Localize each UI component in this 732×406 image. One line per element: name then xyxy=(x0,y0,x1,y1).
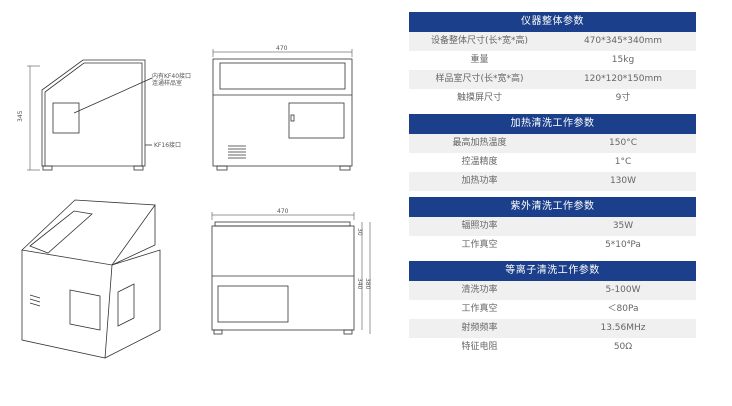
row-key: 工作真空 xyxy=(461,304,498,314)
row-key: 最高加热温度 xyxy=(452,138,507,148)
section-uv: 紫外清洗工作参数 辐照功率 35W 工作真空 5*10⁴Pa xyxy=(409,197,696,255)
row-value: 15kg xyxy=(611,55,635,65)
table-row: 辐照功率 35W xyxy=(409,217,696,236)
row-value: 9寸 xyxy=(615,93,631,103)
row-key: 样品室尺寸(长*宽*高) xyxy=(435,74,524,84)
row-key: 特征电阻 xyxy=(461,342,498,352)
drawing-canvas: 内有KF40接口 连通样品室 KF16接口 345 470 470 30 340… xyxy=(17,45,371,359)
side-view-drawing xyxy=(27,59,153,171)
row-key: 射频频率 xyxy=(461,323,498,333)
table-row: 特征电阻 50Ω xyxy=(409,338,696,357)
side-note-3: KF16接口 xyxy=(154,141,181,149)
row-key: 重量 xyxy=(470,55,489,65)
section-title: 紫外清洗工作参数 xyxy=(409,197,696,217)
row-value: 5-100W xyxy=(605,285,641,295)
top-dim-3: 380 xyxy=(364,278,371,290)
table-row: 控温精度 1°C xyxy=(409,153,696,172)
row-key: 清洗功率 xyxy=(461,285,498,295)
row-value: 5*10⁴Pa xyxy=(605,240,641,250)
row-value: 120*120*150mm xyxy=(583,74,663,84)
row-key: 加热功率 xyxy=(461,176,498,186)
row-key: 触摸屏尺寸 xyxy=(456,93,502,103)
table-row: 工作真空 ＜80Pa xyxy=(409,300,696,319)
row-key: 工作真空 xyxy=(461,240,498,250)
row-key: 设备整体尺寸(长*宽*高) xyxy=(430,36,529,46)
section-title: 等离子清洗工作参数 xyxy=(409,261,696,281)
table-row: 重量 15kg xyxy=(409,51,696,70)
row-value: ＜80Pa xyxy=(607,304,639,314)
side-height-label: 345 xyxy=(17,110,24,122)
side-note-1: 内有KF40接口 xyxy=(152,72,191,80)
table-row: 加热功率 130W xyxy=(409,172,696,191)
top-dim-2: 340 xyxy=(356,278,363,290)
table-row: 样品室尺寸(长*宽*高) 120*120*150mm xyxy=(409,70,696,89)
front-width-label: 470 xyxy=(276,45,288,52)
table-row: 清洗功率 5-100W xyxy=(409,281,696,300)
top-dim-1: 30 xyxy=(356,228,363,236)
row-key: 控温精度 xyxy=(461,157,498,167)
row-value: 130W xyxy=(609,176,637,186)
table-row: 最高加热温度 150°C xyxy=(409,134,696,153)
top-width-label: 470 xyxy=(277,208,289,215)
row-value: 13.56MHz xyxy=(600,323,646,333)
isometric-view-drawing xyxy=(21,199,161,359)
row-key: 辐照功率 xyxy=(461,221,498,231)
row-value: 35W xyxy=(612,221,634,231)
side-note-2: 连通样品室 xyxy=(152,79,182,87)
row-value: 50Ω xyxy=(613,342,633,352)
section-overall: 仪器整体参数 设备整体尺寸(长*宽*高) 470*345*340mm 重量 15kg… xyxy=(409,12,696,108)
spec-tables: 仪器整体参数 设备整体尺寸(长*宽*高) 470*345*340mm 重量 15kg… xyxy=(409,12,696,363)
table-row: 射频频率 13.56MHz xyxy=(409,319,696,338)
section-title: 加热清洗工作参数 xyxy=(409,114,696,134)
section-plasma: 等离子清洗工作参数 清洗功率 5-100W 工作真空 ＜80Pa 射频频率 13.56… xyxy=(409,261,696,357)
table-row: 工作真空 5*10⁴Pa xyxy=(409,236,696,255)
technical-drawings: 内有KF40接口 连通样品室 KF16接口 345 470 470 30 340… xyxy=(17,45,371,359)
table-row: 触摸屏尺寸 9寸 xyxy=(409,89,696,108)
top-view-drawing xyxy=(211,212,371,335)
table-row: 设备整体尺寸(长*宽*高) 470*345*340mm xyxy=(409,32,696,51)
section-title: 仪器整体参数 xyxy=(409,12,696,32)
section-heating: 加热清洗工作参数 最高加热温度 150°C 控温精度 1°C 加热功率 130W xyxy=(409,114,696,191)
row-value: 1°C xyxy=(614,157,632,167)
row-value: 470*345*340mm xyxy=(583,36,663,46)
front-view-drawing xyxy=(212,49,353,171)
row-value: 150°C xyxy=(609,138,637,148)
